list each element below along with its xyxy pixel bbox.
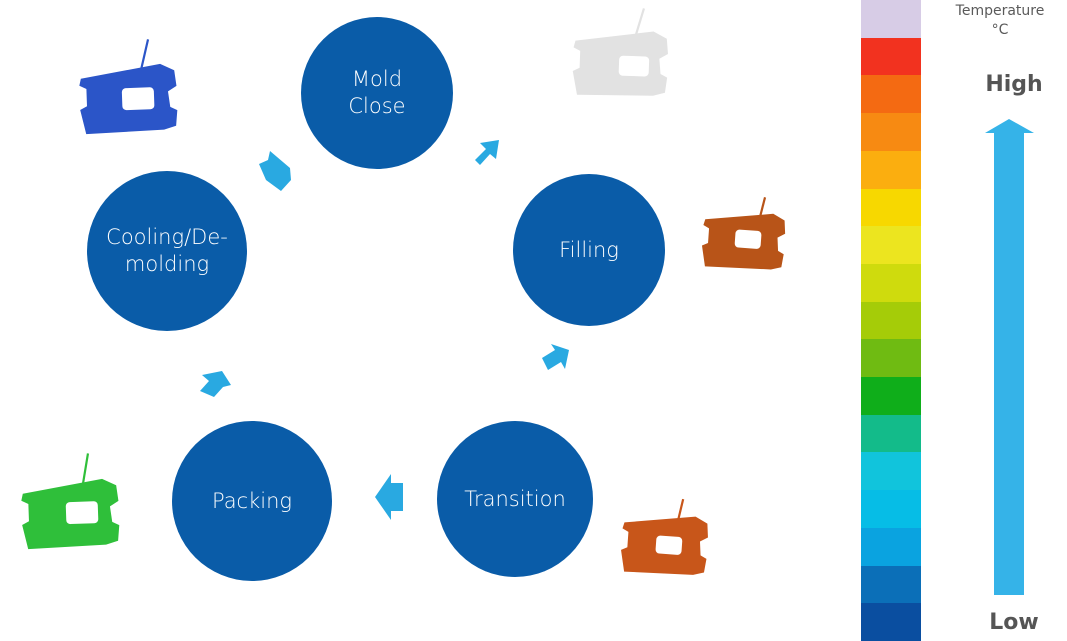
temperature-scale-title: Temperature °C [940,2,1060,40]
stage-label-line: Filling [559,237,619,262]
part-thumbnail-mold-close [571,8,669,98]
scale-swatch [861,113,921,152]
high-label: High [985,72,1043,97]
arrow-filling-to-transition [542,344,569,370]
scale-swatch [861,37,921,76]
scale-swatch [861,75,921,114]
arrow-transition-to-packing [375,474,403,520]
temperature-title-line: Temperature [955,3,1045,19]
temperature-color-scale [861,0,921,641]
scale-swatch [861,565,921,604]
scale-swatch [861,414,921,453]
stage-mold-close: Mold Close [301,17,453,169]
part-thumbnail-cooling [78,39,179,135]
low-label: Low [989,610,1039,635]
part-thumbnail-packing [20,453,121,550]
scale-swatch [861,452,921,491]
scale-swatch [861,226,921,265]
scale-swatch [861,339,921,378]
part-thumbnail-transition [619,498,710,578]
scale-swatch [861,0,921,39]
scale-swatch [861,150,921,190]
scale-swatch [861,188,921,227]
scale-swatch [861,301,921,340]
arrow-moldclose-to-filling [475,140,499,165]
scale-swatch [861,490,921,529]
arrow-cooling-to-moldclose [259,151,291,191]
stage-label-line: Mold [351,67,403,91]
stage-label-line: Packing [211,488,293,513]
temperature-arrow [985,119,1034,595]
stage-label-line: molding [124,252,210,276]
arrow-packing-to-cooling [200,371,231,397]
stage-transition: Transition [437,421,593,577]
part-thumbnail-filling [700,197,787,272]
scale-swatch [861,603,921,641]
stage-cooling-demolding: Cooling/De- molding [87,171,247,331]
stage-label-line: Cooling/De- [106,225,228,249]
scale-swatch [861,263,921,303]
stage-packing: Packing [172,421,332,581]
stage-label-line: Close [348,94,406,118]
temperature-unit: °C [991,22,1009,38]
scale-swatch [861,377,921,416]
stage-label-line: Transition [464,486,566,511]
scale-swatch [861,527,921,567]
stage-filling: Filling [513,174,665,326]
